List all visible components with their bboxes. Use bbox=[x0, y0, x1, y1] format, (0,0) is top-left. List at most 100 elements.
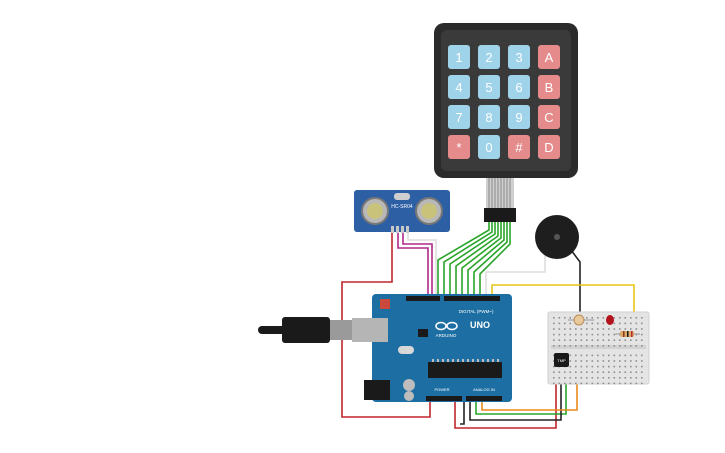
keypad-ribbon-lines bbox=[488, 178, 511, 208]
breadboard-hole bbox=[591, 345, 594, 347]
keypad-key-label: * bbox=[456, 140, 461, 155]
breadboard-hole bbox=[630, 328, 632, 330]
breadboard-hole bbox=[619, 365, 621, 368]
keypad-key-face bbox=[478, 135, 500, 159]
keypad-key-8[interactable]: 8 bbox=[478, 105, 500, 129]
breadboard-hole bbox=[619, 354, 621, 357]
breadboard-hole bbox=[558, 322, 561, 325]
breadboard-hole bbox=[624, 354, 627, 357]
breadboard-hole bbox=[602, 322, 605, 325]
usb-cable[interactable] bbox=[258, 317, 354, 343]
breadboard-hole bbox=[619, 317, 621, 319]
photoresistor[interactable] bbox=[568, 314, 594, 326]
breadboard-hole bbox=[553, 371, 555, 373]
keypad-key-9[interactable]: 9 bbox=[508, 105, 530, 129]
breadboard-hole bbox=[586, 322, 588, 325]
keypad-key-7[interactable]: 7 bbox=[448, 105, 470, 129]
keypad-key-A[interactable]: A bbox=[538, 45, 560, 69]
breadboard-hole bbox=[597, 339, 599, 341]
breadboard-hole bbox=[635, 328, 638, 330]
breadboard-hole bbox=[580, 333, 583, 336]
breadboard-hole bbox=[641, 322, 643, 325]
arduino-uno[interactable]: DIGITAL (PWM~) UNO ARDUINO POWER ANALOG … bbox=[352, 294, 512, 402]
breadboard-hole bbox=[591, 317, 594, 319]
breadboard-hole bbox=[569, 382, 572, 385]
keypad-key-face bbox=[448, 135, 470, 159]
breadboard-hole bbox=[580, 382, 583, 385]
breadboard-hole bbox=[619, 345, 621, 347]
breadboard-hole bbox=[624, 365, 627, 368]
red-led[interactable] bbox=[606, 315, 614, 325]
breadboard-hole bbox=[630, 360, 632, 362]
keypad-key-face bbox=[448, 105, 470, 129]
breadboard-hole bbox=[602, 333, 605, 336]
breadboard-hole bbox=[558, 317, 561, 319]
keypad-key-1[interactable]: 1 bbox=[448, 45, 470, 69]
keypad-key-6[interactable]: 6 bbox=[508, 75, 530, 99]
keypad-key-face bbox=[508, 105, 530, 129]
breadboard-hole bbox=[586, 354, 588, 357]
breadboard-hole bbox=[580, 345, 583, 347]
breadboard-hole bbox=[608, 371, 610, 373]
tmp-sensor[interactable]: TMP bbox=[554, 353, 569, 367]
keypad-key-face bbox=[478, 45, 500, 69]
keypad-key-#[interactable]: # bbox=[508, 135, 530, 159]
keypad-key-5[interactable]: 5 bbox=[478, 75, 500, 99]
breadboard-hole bbox=[597, 365, 599, 368]
breadboard-hole bbox=[613, 371, 616, 373]
piezo-buzzer[interactable] bbox=[535, 215, 579, 259]
breadboard-hole bbox=[597, 354, 599, 357]
breadboard-hole bbox=[635, 377, 638, 379]
breadboard-hole bbox=[569, 377, 572, 379]
breadboard-hole bbox=[564, 339, 566, 341]
keypad-connector bbox=[484, 208, 516, 222]
keypad-key-D[interactable]: D bbox=[538, 135, 560, 159]
breadboard-hole bbox=[580, 365, 583, 368]
sensor-label: HC-SR04 bbox=[391, 204, 413, 210]
breadboard-hole bbox=[553, 333, 555, 336]
breadboard-hole bbox=[635, 339, 638, 341]
breadboard-hole bbox=[635, 371, 638, 373]
sensor-crystal bbox=[394, 193, 410, 200]
breadboard-hole bbox=[613, 322, 616, 325]
keypad-key-C[interactable]: C bbox=[538, 105, 560, 129]
keypad-key-*[interactable]: * bbox=[448, 135, 470, 159]
sensor-pins bbox=[391, 226, 409, 233]
buzzer-signal-wire bbox=[485, 255, 546, 297]
breadboard-hole bbox=[564, 371, 566, 373]
sensor-trig-wire bbox=[397, 232, 429, 297]
reset-button[interactable] bbox=[380, 299, 390, 309]
keypad-key-B[interactable]: B bbox=[538, 75, 560, 99]
breadboard-hole bbox=[564, 322, 566, 325]
breadboard-hole bbox=[641, 354, 643, 357]
breadboard-hole bbox=[608, 382, 610, 385]
keypad-ribbon bbox=[486, 178, 514, 208]
breadboard-hole bbox=[635, 345, 638, 347]
keypad-key-face bbox=[538, 75, 560, 99]
power-label: POWER bbox=[434, 387, 449, 392]
breadboard-hole bbox=[558, 382, 561, 385]
breadboard-hole bbox=[602, 328, 605, 330]
ultrasonic-sensor[interactable]: HC-SR04 bbox=[354, 190, 450, 233]
keypad-key-4[interactable]: 4 bbox=[448, 75, 470, 99]
digital-header-left bbox=[406, 296, 440, 301]
breadboard-hole bbox=[597, 360, 599, 362]
breadboard-hole bbox=[624, 328, 627, 330]
analog-label: ANALOG IN bbox=[473, 387, 495, 392]
keypad-key-label: D bbox=[544, 140, 553, 155]
keypad-key-0[interactable]: 0 bbox=[478, 135, 500, 159]
keypad-key-2[interactable]: 2 bbox=[478, 45, 500, 69]
breadboard-hole bbox=[575, 382, 577, 385]
breadboard-hole bbox=[569, 360, 572, 362]
keypad-key-face bbox=[448, 45, 470, 69]
breadboard-hole bbox=[569, 371, 572, 373]
keypad-key-3[interactable]: 3 bbox=[508, 45, 530, 69]
keypad-key-face bbox=[508, 135, 530, 159]
resistor[interactable] bbox=[615, 331, 640, 337]
keypad-key-label: 0 bbox=[485, 140, 492, 155]
breadboard-hole bbox=[575, 328, 577, 330]
breadboard-hole bbox=[613, 339, 616, 341]
breadboard-hole bbox=[641, 382, 643, 385]
breadboard[interactable]: TMP bbox=[547, 311, 650, 385]
